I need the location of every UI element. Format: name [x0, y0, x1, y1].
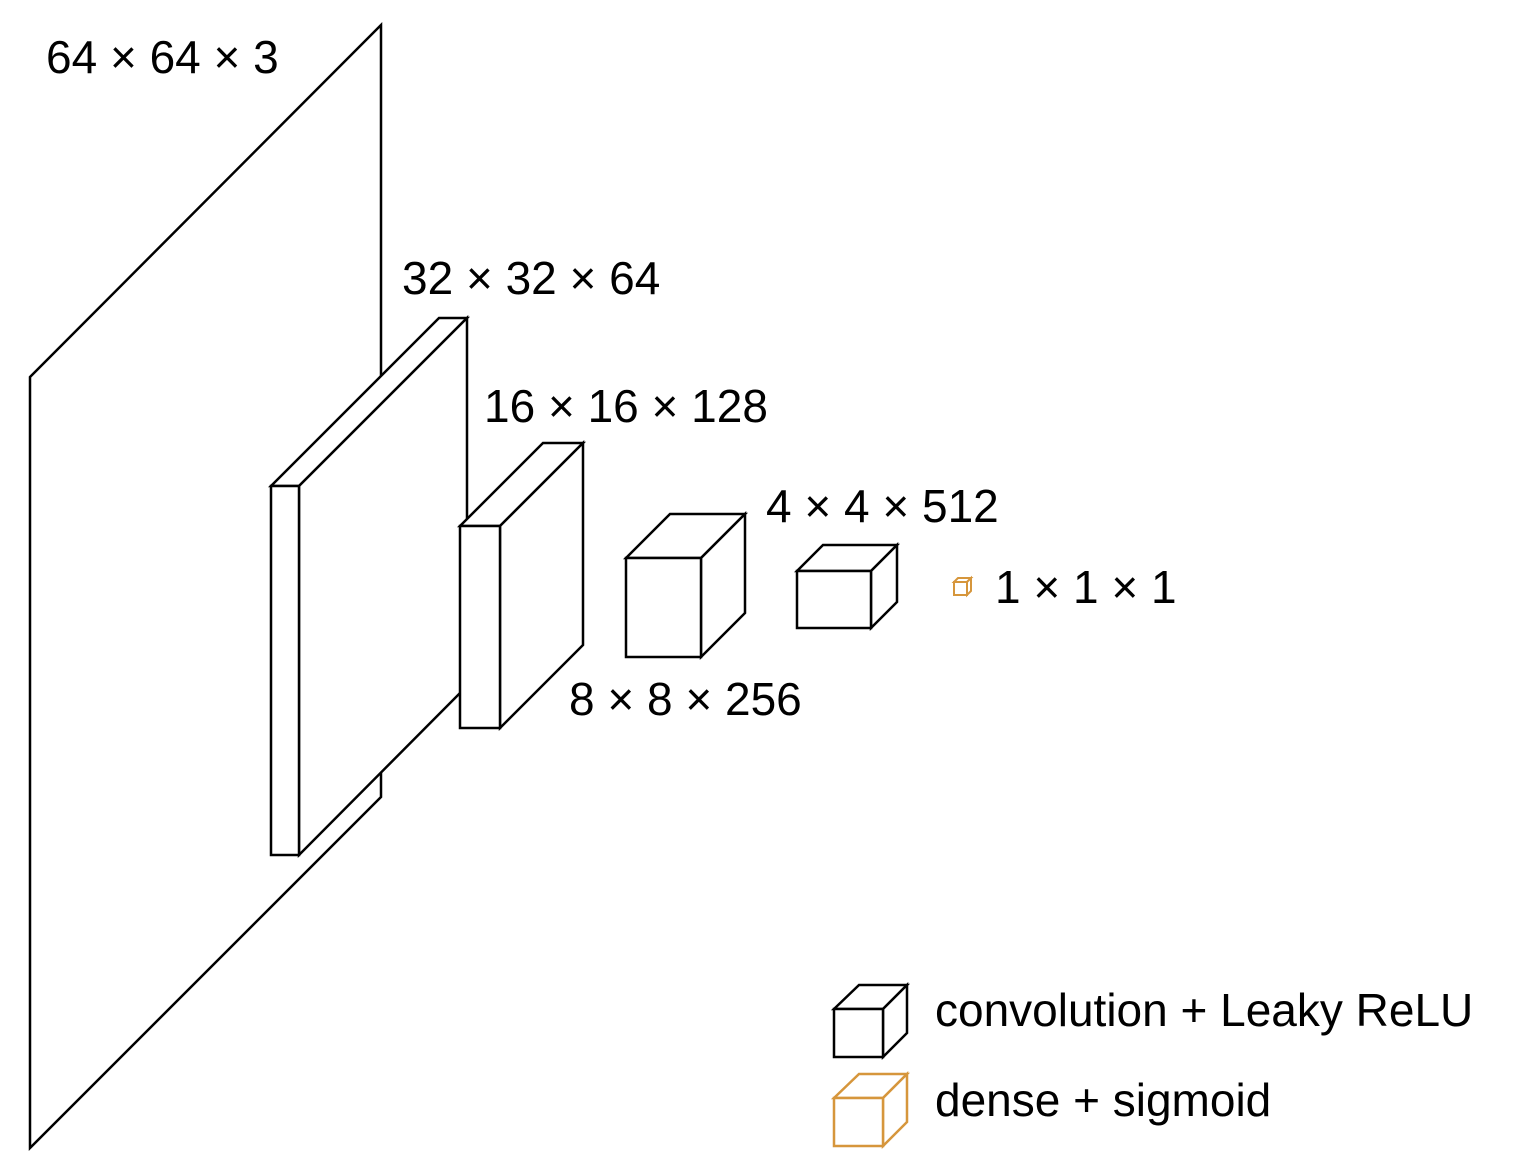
layer-output-cube [951, 575, 974, 598]
layer-label-input: 64 × 64 × 3 [46, 31, 279, 83]
layer-conv3-block [622, 510, 749, 661]
conv4-front-face [795, 569, 873, 630]
conv2-front-face [458, 524, 502, 730]
layer-conv1-block [267, 314, 471, 859]
conv3-front-face [624, 556, 703, 659]
layer-label-conv2: 16 × 16 × 128 [484, 380, 768, 432]
legend-item-convolution: convolution + Leaky ReLU [830, 981, 1473, 1061]
layer-conv2-block [456, 439, 587, 732]
layer-label-conv1: 32 × 32 × 64 [402, 252, 660, 304]
legend-label-dense: dense + sigmoid [935, 1074, 1271, 1126]
conv1-front-face [269, 484, 301, 857]
output-front-face [953, 581, 968, 596]
layer-input-plane [28, 21, 383, 1152]
legend-label-convolution: convolution + Leaky ReLU [935, 984, 1473, 1036]
legend-item-dense: dense + sigmoid [830, 1070, 1271, 1150]
legend: convolution + Leaky ReLU dense + sigmoid [830, 981, 1473, 1150]
input-plane-face [28, 21, 383, 1152]
layer-label-output: 1 × 1 × 1 [995, 561, 1177, 613]
layer-conv4-block [793, 541, 901, 632]
legend-dense-cube-front [832, 1096, 885, 1148]
layer-label-conv3: 8 × 8 × 256 [569, 673, 802, 725]
legend-conv-cube-front [832, 1007, 885, 1059]
layer-label-conv4: 4 × 4 × 512 [766, 480, 999, 532]
